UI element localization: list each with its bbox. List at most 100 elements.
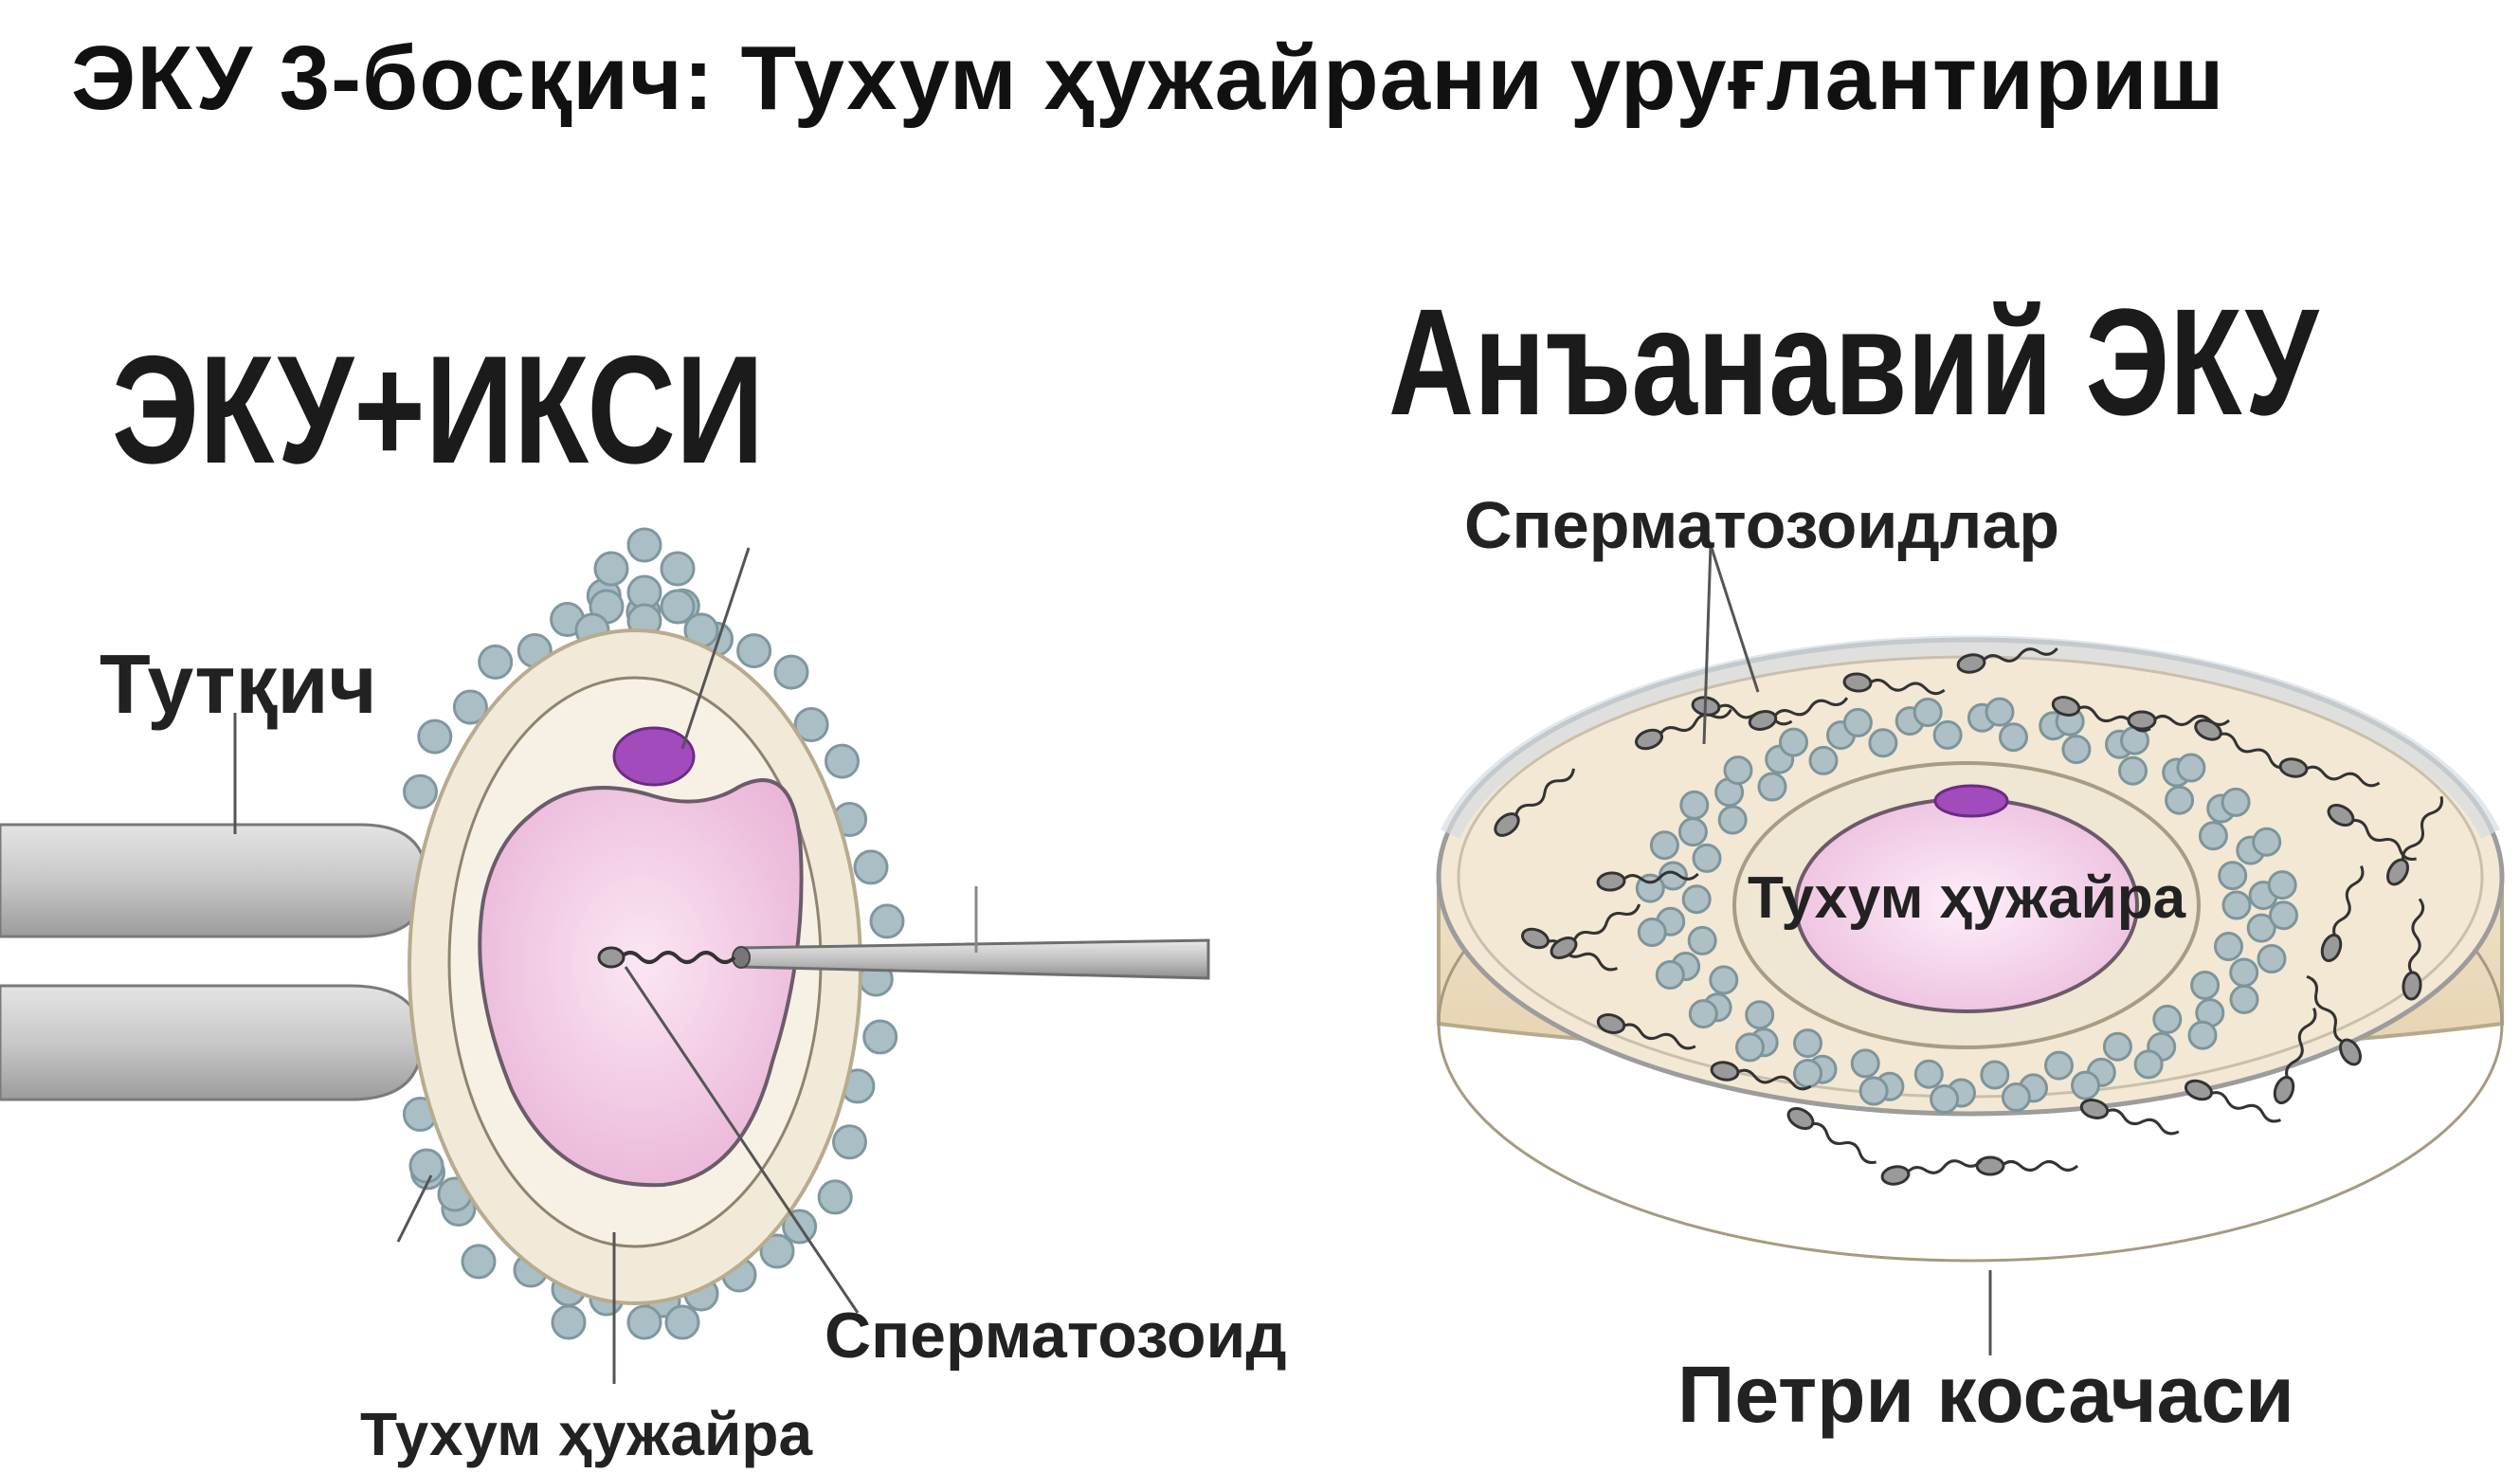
cumulus-cell (1679, 790, 1710, 820)
cumulus-cell (2152, 1004, 2183, 1034)
injected-sperm (597, 946, 736, 969)
cumulus-cell (417, 718, 453, 755)
icsi-illustration: Тутқич Сперматозоид Тухум ҳужайра (0, 527, 1287, 1468)
cumulus-cell (2257, 944, 2287, 973)
sperm-cell (2402, 898, 2425, 1001)
cumulus-cell (1808, 745, 1839, 775)
cumulus-cell (1850, 1048, 1880, 1079)
cumulus-cell (2229, 957, 2259, 988)
cumulus-cell (1745, 1000, 1775, 1030)
cumulus-cell (1913, 1059, 1944, 1089)
holding-pipette (0, 823, 428, 1101)
dish-polar-body (1933, 784, 2009, 818)
cumulus-cell (1687, 925, 1717, 955)
cumulus-cell (2252, 827, 2282, 857)
cumulus-cell (2102, 1031, 2132, 1062)
cumulus-cell (1757, 772, 1787, 802)
sperm-cell (1748, 697, 1849, 731)
petri-dish-label: Петри косачаси (1677, 1350, 2294, 1439)
cumulus-cell (1692, 843, 1722, 873)
cumulus-cell (626, 1304, 662, 1340)
sperm-cell (1956, 647, 2058, 674)
cumulus-cell (1985, 697, 2015, 727)
cumulus-cell (461, 1244, 497, 1280)
sperm-cell (1975, 1155, 2079, 1176)
sperm-cell (2386, 796, 2443, 886)
cumulus-cell (1858, 1076, 1889, 1106)
sperm-cell (1494, 768, 1575, 837)
cumulus-cell (660, 551, 696, 587)
icsi-leader-lines (233, 547, 860, 1384)
cumulus-cell (1637, 918, 1667, 947)
cumulus-cell (1735, 1032, 1765, 1063)
sperm-cells-label: Сперматозоидлар (1464, 488, 2059, 562)
sperm-cell (2194, 718, 2288, 770)
sperm-cell (1842, 672, 1946, 696)
cumulus-cell (1868, 728, 1898, 758)
holder-label: Тутқич (100, 637, 377, 731)
sperm-cell (1880, 1159, 1983, 1186)
cumulus-cell (2229, 984, 2259, 1014)
cumulus-cell (1779, 727, 1808, 757)
cumulus-cell (1709, 965, 1739, 995)
icsi-heading: ЭКУ+ИКСИ (112, 324, 765, 496)
injection-pipette (732, 886, 1210, 980)
cumulus-cell (2221, 787, 2251, 817)
sperm-cell (2184, 1079, 2282, 1123)
cumulus-cell (1930, 1084, 1960, 1114)
sperm-cell (2306, 974, 2362, 1066)
cumulus-cell (2187, 1020, 2218, 1050)
cumulus-cell (551, 1304, 587, 1340)
sperm-cell (2273, 1007, 2317, 1105)
cumulus-cell (660, 589, 696, 625)
cumulus-cell (2001, 1082, 2031, 1112)
cumulus-cell (2198, 821, 2228, 851)
sperm-cell (1634, 708, 1732, 751)
cumulus-cell (817, 1179, 853, 1215)
cumulus-cell (759, 1233, 795, 1269)
cumulus-cell (2190, 971, 2221, 1000)
cumulus-cell (403, 773, 438, 809)
cumulus-cell (825, 743, 860, 779)
cumulus-cell (1681, 884, 1712, 915)
cumulus-cell (773, 654, 809, 690)
cumulus-cell (1688, 999, 1718, 1029)
cumulus-cell (1980, 1060, 2010, 1090)
sperm-cells (1494, 647, 2443, 1186)
cumulus-cell (408, 1148, 444, 1184)
cumulus-cell (2133, 1049, 2164, 1080)
cumulus-cell (1913, 698, 1943, 727)
cumulus-cell (2214, 932, 2243, 961)
cumulus-cell (664, 1304, 700, 1340)
cumulus-cell (832, 1124, 867, 1160)
cumulus-cell (2165, 785, 2195, 815)
conventional-ivf-illustration: Тухум ҳужайра Сперматозоидлар Петри коса… (1436, 488, 2505, 1439)
cumulus-cell (1717, 805, 1748, 835)
cumulus-cell (593, 551, 629, 587)
cumulus-cell (793, 707, 829, 742)
cumulus-cell (2176, 753, 2206, 783)
cumulus-cell (1793, 1028, 1822, 1059)
cumulus-cell (1999, 722, 2028, 753)
cumulus-cell (2061, 735, 2092, 765)
cumulus-cell (2221, 890, 2252, 920)
cumulus-cell (2071, 1070, 2100, 1100)
page-title: ЭКУ 3-босқич: Тухум ҳужайрани уруғлантир… (71, 27, 2225, 129)
sperm-label: Сперматозоид (825, 1300, 1287, 1372)
cumulus-cell (2267, 870, 2297, 900)
cumulus-cell (478, 644, 514, 680)
sperm-cell (1596, 1013, 1696, 1050)
sperm-cell (2278, 757, 2381, 788)
cumulus-cell (626, 527, 662, 563)
cumulus-cell (2218, 861, 2248, 891)
cumulus-cell (1677, 817, 1708, 847)
sperm-cell (1786, 1107, 1876, 1164)
cumulus-cell (862, 1019, 898, 1055)
conventional-ivf-heading: Анъанавий ЭКУ (1388, 277, 2319, 446)
polar-body (612, 726, 696, 787)
cumulus-cell (2118, 755, 2148, 786)
icsi-egg-label: Тухум ҳужайра (360, 1400, 812, 1468)
cumulus-cell (2246, 913, 2276, 943)
sperm-cell (2320, 864, 2365, 963)
